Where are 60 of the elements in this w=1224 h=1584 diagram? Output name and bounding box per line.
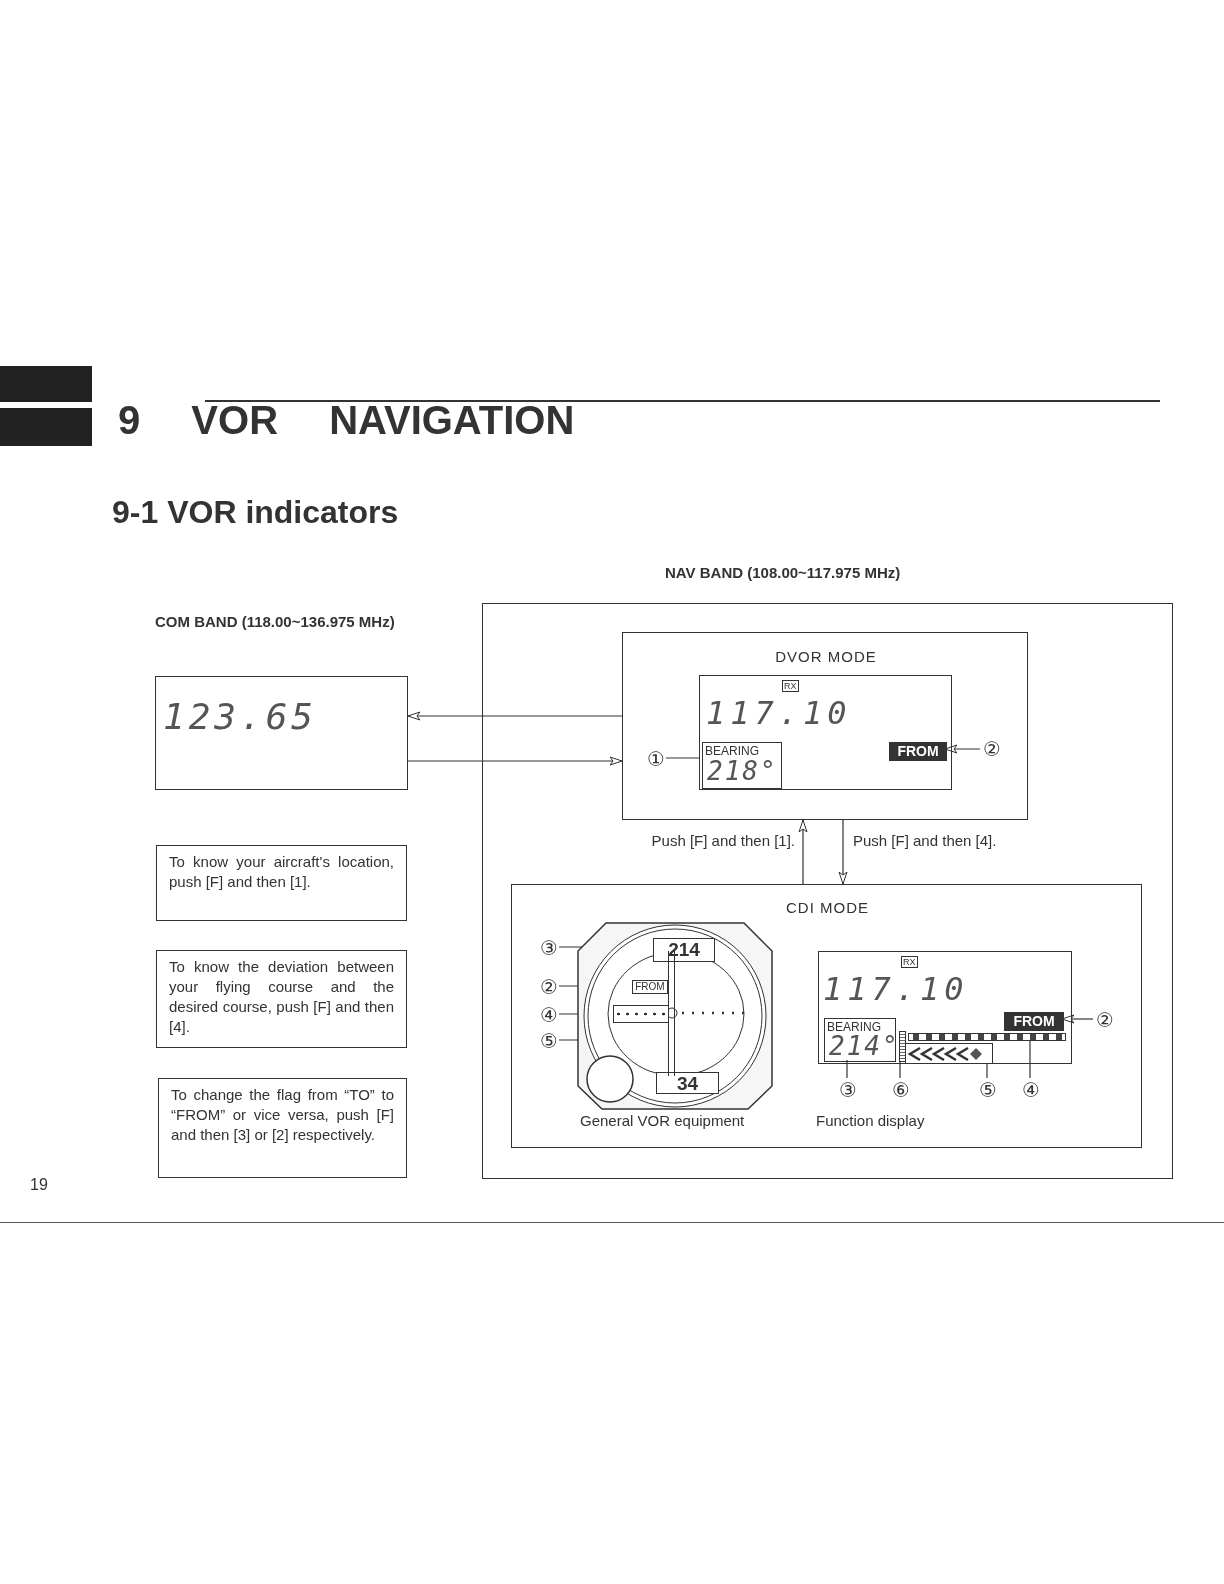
callout-number: ③ [837,1079,859,1101]
rx-indicator: RX [901,956,918,968]
callout-number: ④ [1020,1079,1042,1101]
from-flag: FROM [889,742,947,761]
arrow [407,711,623,721]
lcd-digits: 214° [829,1031,900,1061]
lcd-digits: 218° [707,756,778,786]
callout-number: ② [538,976,560,998]
bearing-readout [824,1018,896,1062]
from-flag: FROM [1004,1012,1064,1031]
callout-number: ⑤ [977,1079,999,1101]
callout-number: ② [1094,1009,1116,1031]
callout-number: ④ [538,1004,560,1026]
cdi-bar [613,1005,669,1023]
band-heading: NAV BAND (108.00~117.975 MHz) [665,564,901,581]
deviation-arrows [905,1043,993,1064]
leader-line [665,757,701,759]
band-heading: COM BAND (118.00~136.975 MHz) [155,612,396,632]
callout-number: ③ [538,937,560,959]
arrow [944,744,981,754]
lcd-digits: 117.10 [823,970,969,1008]
callout-number: ① [645,748,667,770]
course-marker [899,1031,906,1062]
deviation-scale [908,1033,1066,1041]
leader-line [846,1059,848,1079]
mode-panel [511,884,1142,1148]
callout-number: ⑥ [890,1079,912,1101]
mode-heading: DVOR MODE [774,648,878,665]
note-box: To know your aircraft's location, push [F] and then [1]. [156,845,407,921]
arrow [407,756,623,766]
edge-label: Push [F] and then [1]. [651,832,795,849]
bearing-readout [702,742,782,789]
figure-caption: General VOR equipment [580,1112,745,1129]
bearing-label: BEARING [705,744,759,758]
callout-number: ⑤ [538,1030,560,1052]
section-heading: 9-1 VOR indicators [112,494,399,531]
note-box: To change the flag from “TO” to “FROM” or vice versa, push [F] and then [3] or [2] respectively. [158,1078,407,1178]
note-box: To know the deviation between your flying course and the desired course, push [F] and then [4]. [156,950,407,1048]
page-number: 19 [30,1176,48,1194]
leader-line [986,1061,988,1079]
arrow [1061,1014,1094,1024]
bearing-label: BEARING [827,1020,881,1034]
callout-number: ② [981,738,1003,760]
arrow [798,819,808,885]
edge-label: Push [F] and then [4]. [853,832,997,849]
from-flag: FROM [632,980,668,994]
lcd-digits: 123.65 [163,696,318,737]
arrow [838,819,848,885]
rx-indicator: RX [782,680,799,692]
course-readout: 34 [656,1072,719,1094]
page-title: 9 VOR NAVIGATION [118,398,575,443]
lcd-digits: 117.10 [706,694,852,732]
lcd-display [699,675,952,790]
lcd-display [818,951,1072,1064]
leader-line [1029,1038,1031,1079]
course-readout: 214 [653,938,715,962]
mode-panel [622,632,1028,820]
figure-caption: Function display [816,1112,925,1129]
mode-heading: CDI MODE [785,899,870,916]
leader-line [899,1059,901,1079]
